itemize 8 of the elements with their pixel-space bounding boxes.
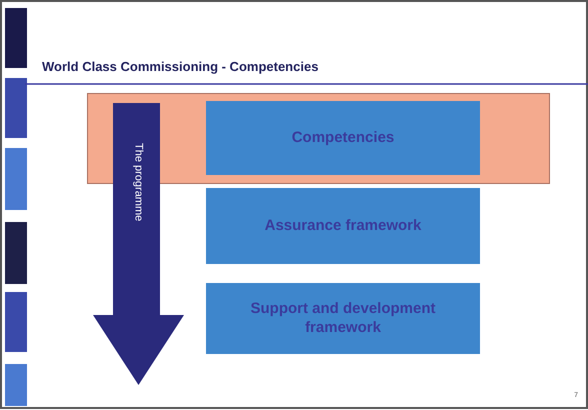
box-label: Assurance framework [264, 216, 422, 236]
slide-title: World Class Commissioning - Competencies [42, 59, 318, 74]
box-label: Competencies [292, 128, 394, 148]
arrow-label: The programme [132, 143, 144, 222]
framework-box [206, 101, 480, 175]
framework-box [206, 283, 480, 354]
framework-box [206, 188, 480, 264]
box-label: Support and development framework [249, 300, 436, 338]
